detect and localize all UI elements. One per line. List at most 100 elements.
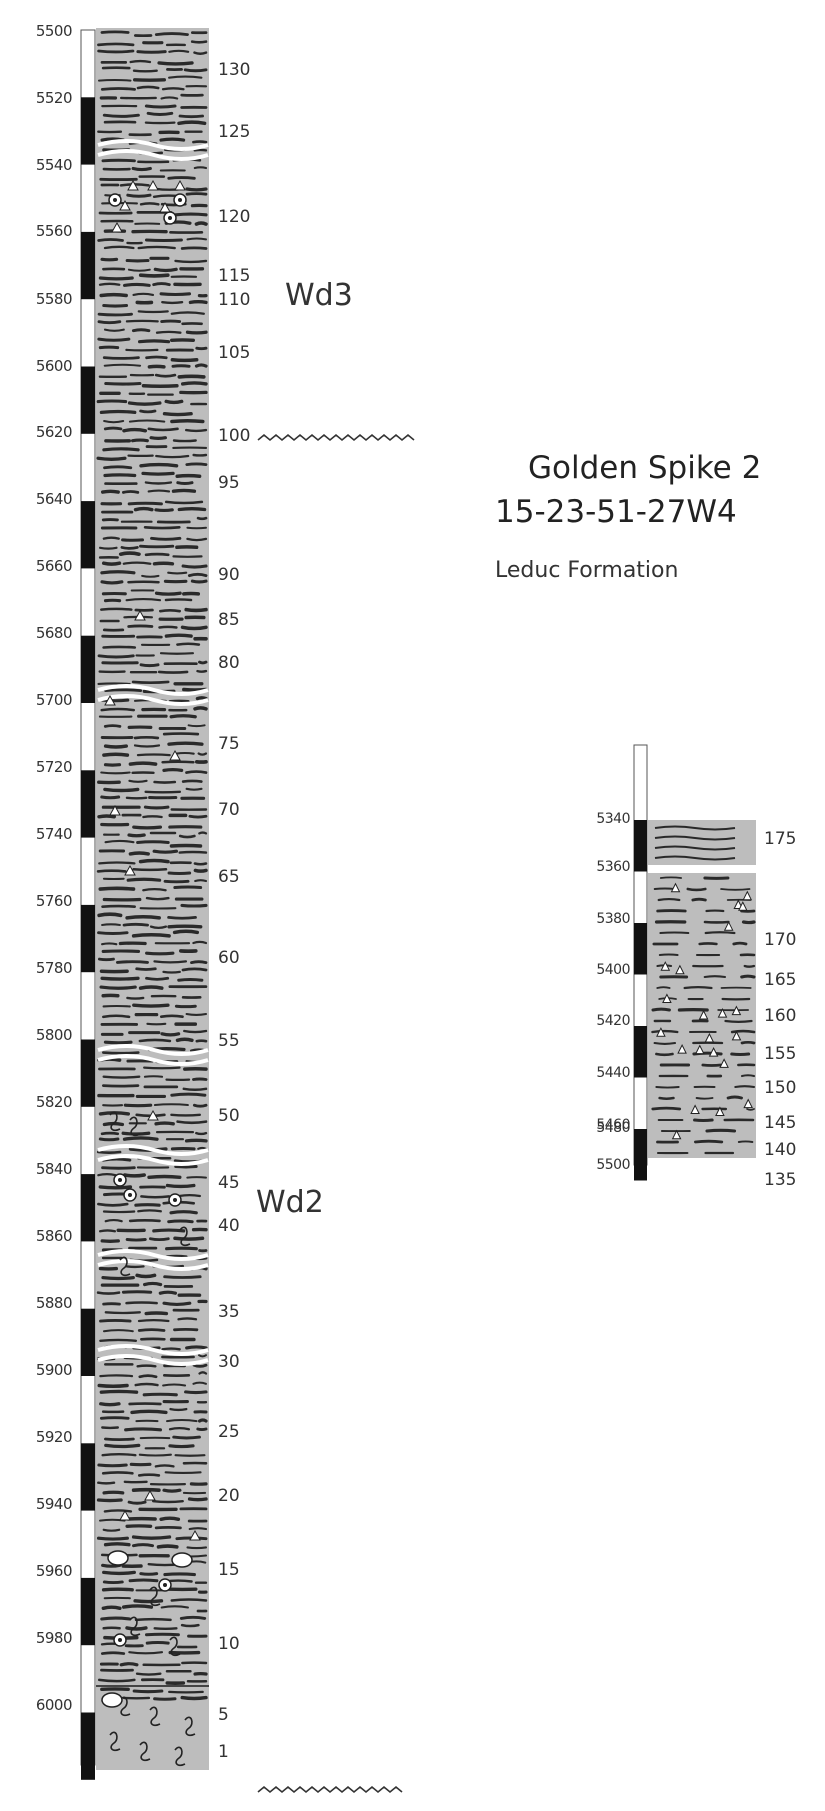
texture-mark [98,861,136,865]
texture-mark [183,1029,208,1034]
scale-block [81,770,95,838]
texture-mark [159,137,186,142]
texture-mark [170,1113,201,1117]
texture-mark [651,1106,682,1111]
oolite-symbol [168,216,172,220]
texture-mark [127,1500,147,1505]
texture-mark [100,30,130,34]
texture-mark [726,1095,743,1100]
texture-mark [97,1383,129,1389]
texture-mark [177,507,207,512]
texture-mark [740,1040,756,1045]
grain-symbol [656,1027,666,1037]
texture-mark [691,897,707,902]
texture-mark [138,1038,172,1043]
texture-mark [101,1605,122,1610]
scale-block [81,1712,95,1780]
texture-mark [145,238,183,243]
texture-mark [155,330,182,334]
grain-symbol [717,1007,728,1018]
grain-symbol [698,1009,709,1020]
texture-mark [100,257,119,262]
texture-mark [170,1092,207,1097]
texture-mark [142,887,167,892]
depth-label: 5640 [35,490,73,508]
texture-mark [162,412,193,417]
sample-label: 115 [218,266,251,286]
texture-mark [193,706,208,711]
sample-label: 70 [218,800,240,820]
texture-mark [651,1029,679,1034]
band-mark [97,139,209,151]
texture-mark [102,1528,121,1532]
texture-mark [119,1662,139,1667]
grain-symbol [109,804,121,816]
texture-mark [144,552,170,557]
texture-mark [183,68,208,73]
depth-label: 5600 [35,357,73,375]
texture-mark [104,1311,141,1315]
scale-block [81,97,95,165]
fossil-symbol [107,1550,129,1566]
texture-mark [181,381,208,386]
bioclast-symbol [109,1731,121,1752]
texture-mark [177,374,206,379]
texture-mark [137,1318,170,1323]
texture-mark [143,526,181,530]
texture-mark [159,1014,184,1019]
texture-mark [124,1427,162,1432]
texture-mark [146,1022,167,1026]
sample-label: 40 [218,1216,240,1236]
texture-mark [100,1616,132,1621]
texture-mark [131,680,170,684]
texture-mark [162,768,184,773]
scale-block [81,635,95,703]
texture-mark [180,246,208,250]
texture-mark [164,500,204,505]
depth-label: 5560 [35,222,73,240]
texture-mark [156,1544,179,1549]
texture-mark [737,1140,754,1143]
scale-block [634,820,647,872]
band-mark [97,684,209,696]
texture-mark [154,32,189,36]
texture-mark [125,598,162,602]
sample-label: 75 [218,734,240,754]
grain-symbol [174,179,186,191]
texture-mark [160,96,179,100]
texture-mark [100,1651,126,1655]
grain-symbol [147,1109,159,1121]
sample-label: 110 [218,290,251,310]
texture-mark [154,1464,175,1468]
texture-mark [102,1490,125,1495]
texture-mark [120,546,139,550]
texture-mark [185,192,208,196]
texture-mark [182,1087,208,1092]
grain-symbol [743,1098,754,1109]
texture-mark [160,319,182,324]
texture-mark [96,1150,122,1154]
texture-mark [185,1345,208,1350]
texture-mark [133,506,154,512]
texture-mark [144,790,182,794]
grain-symbol [715,1106,725,1116]
texture-mark [102,356,140,360]
texture-mark [102,1051,140,1055]
grain-symbol [708,1046,719,1057]
texture-mark [103,1509,133,1513]
texture-mark [131,438,149,443]
bioclast-symbol [149,1586,161,1607]
texture-mark [197,1146,207,1150]
texture-mark [128,419,166,423]
texture-mark [131,1535,172,1540]
grain-symbol [670,882,681,893]
texture-mark [198,831,208,835]
texture-mark [732,941,748,946]
texture-mark [694,1139,724,1144]
band-mark [97,1249,209,1261]
texture-mark [145,951,175,956]
texture-mark [655,1052,674,1057]
texture-mark [177,1317,198,1321]
depth-label: 5340 [596,811,630,827]
texture-mark [99,1374,134,1378]
